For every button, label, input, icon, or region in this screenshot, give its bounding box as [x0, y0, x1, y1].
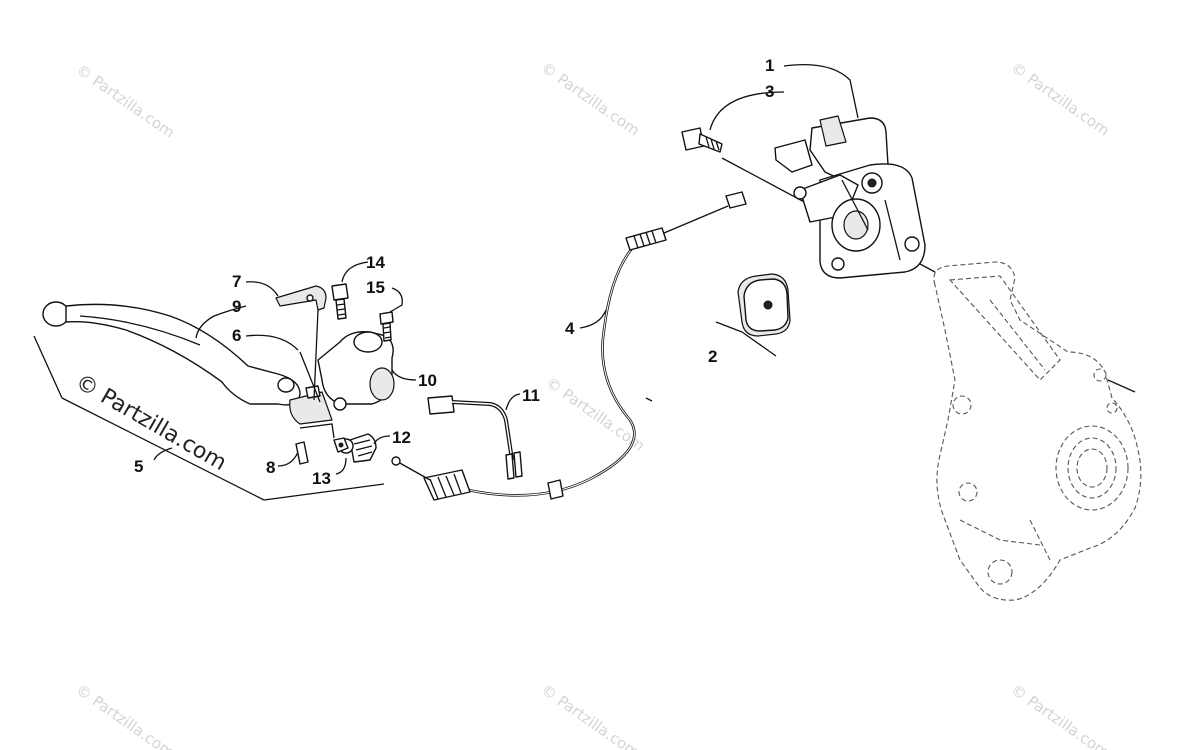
lock-nut — [333, 437, 349, 453]
watermark-main: © Partzilla.com — [71, 370, 231, 477]
callout-8: 8 — [266, 458, 275, 477]
callout-10: 10 — [418, 371, 437, 390]
master-cylinder — [289, 331, 395, 425]
watermark-bottom-right: © Partzilla.com — [1008, 681, 1113, 750]
callout-labels: 1 3 14 7 15 9 6 10 4 2 11 12 5 8 13 — [134, 56, 774, 488]
callout-11: 11 — [522, 386, 540, 405]
callout-4: 4 — [565, 319, 575, 338]
callout-13: 13 — [312, 469, 331, 488]
callout-9: 9 — [232, 297, 241, 316]
brake-caliper — [721, 115, 936, 279]
lever-clip — [275, 285, 327, 311]
watermark-top-center: © Partzilla.com — [538, 59, 643, 140]
mount-screw — [379, 311, 394, 342]
switch-wire — [427, 395, 523, 480]
watermark-bottom-left: © Partzilla.com — [73, 681, 178, 750]
watermark-top-left: © Partzilla.com — [73, 61, 178, 142]
callout-5: 5 — [134, 457, 143, 476]
lever-assembly-bracket — [33, 335, 385, 501]
pivot-pin — [295, 441, 309, 465]
leader-lines — [153, 63, 859, 475]
steering-knuckle — [933, 261, 1142, 601]
brake-lever — [42, 301, 301, 406]
brake-switch — [338, 433, 377, 463]
pivot-bolt — [331, 283, 349, 320]
callout-15: 15 — [366, 278, 385, 297]
brake-cable — [391, 191, 747, 501]
brake-pads — [715, 273, 791, 357]
callout-14: 14 — [366, 253, 385, 272]
callout-3: 3 — [765, 82, 774, 101]
callout-7: 7 — [232, 272, 241, 291]
watermark-bottom-center: © Partzilla.com — [538, 681, 643, 750]
callout-6: 6 — [232, 326, 241, 345]
caliper-bolt — [681, 127, 723, 153]
callout-12: 12 — [392, 428, 411, 447]
callout-2: 2 — [708, 347, 717, 366]
watermark-top-right: © Partzilla.com — [1008, 59, 1113, 140]
callout-1: 1 — [765, 56, 774, 75]
